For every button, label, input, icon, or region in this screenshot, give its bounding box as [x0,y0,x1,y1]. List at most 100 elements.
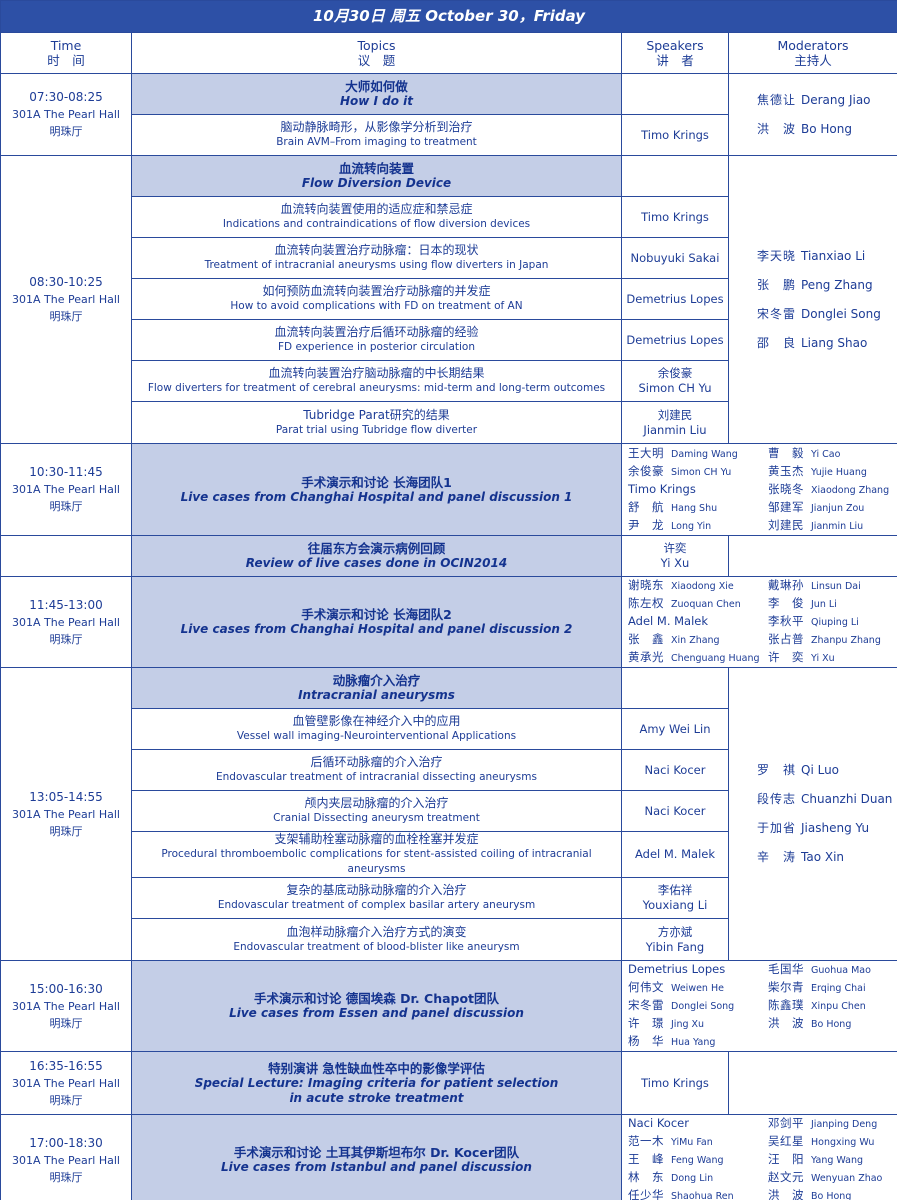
panelist-name-en: Bo Hong [811,1019,852,1030]
panelist-name-zh: 戴琳孙 [768,578,804,592]
moderator-name-zh: 李天晓 [757,248,797,263]
talk-title-en: Cranial Dissecting aneurysm treatment [273,812,480,824]
panelist-name-zh: 邹建军 [768,499,804,514]
speaker-name: Simon CH Yu [638,381,712,395]
column-header-en: Time [50,38,82,53]
session-room-zh: 明珠厅 [49,824,83,838]
session-heading-zh: 动脉瘤介入治疗 [332,673,421,688]
panelist-name-en: Xiaodong Zhang [811,484,890,496]
session-time: 11:45-13:00 [29,597,103,612]
speaker-cell: Demetrius Lopes [621,319,729,361]
speaker-name: Yi Xu [660,556,690,570]
talk-title-zh: 复杂的基底动脉动脉瘤的介入治疗 [286,883,467,897]
panelist-name-en: Jun Li [811,599,837,610]
talk-title-en: Endovascular treatment of blood-blister … [233,940,520,953]
panelist-name-zh: 王 峰 [628,1152,664,1166]
panelist-name-zh: 黄承光 [628,650,664,664]
empty-speaker-cell [621,667,729,709]
speaker-name: Naci Kocer [644,762,706,777]
panelist-name-en: Long Yin [671,520,712,532]
session-title-en: Live cases from Essen and panel discussi… [229,1006,524,1020]
panelist-name-en: Jing Xu [671,1019,705,1030]
speaker-cell: Nobuyuki Sakai [621,237,729,279]
moderator-name-zh: 于加省 [757,821,797,835]
session-time-cell [0,535,132,577]
session-title-zh: 特别演讲 急性缺血性卒中的影像学评估 [268,1060,485,1076]
panelist-name-zh: 杨 华 [628,1034,664,1048]
panelist-name: Timo Krings [628,481,696,496]
speaker-name: Adel M. Malek [634,847,716,861]
panelist-name: Demetrius Lopes [628,962,726,976]
speaker-name: Timo Krings [641,1075,709,1090]
panelist-name-en: Guohua Mao [811,965,871,976]
talk-title-en: Indications and contraindications of flo… [222,218,531,230]
moderator-name-zh: 邵 良 [757,335,797,350]
speaker-name-zh: 刘建民 [657,407,693,422]
panelist-name-en: Yi Cao [811,448,841,460]
panelist-name-en: Xiaodong Xie [671,581,734,592]
session-room-zh: 明珠厅 [49,310,83,323]
speaker-cell: Adel M. Malek [621,831,729,878]
session-time: 17:00-18:30 [29,1135,103,1150]
speaker-name: Yibin Fang [645,939,705,954]
session-room: 301A The Pearl Hall [12,1076,120,1090]
talk-title-en: Treatment of intracranial aneurysms usin… [204,259,549,271]
panelist-name-zh: 张 鑫 [628,632,664,646]
speaker-name: Naci Kocer [644,803,706,818]
panelist-name-en: Jianmin Liu [811,520,864,532]
panelist-name-zh: 许 奕 [768,650,804,664]
panelist-name-en: Xin Zhang [671,635,720,646]
panelist-name-zh: 曹 毅 [768,445,804,460]
speaker-name: Amy Wei Lin [639,721,711,736]
panelist-name-zh: 吴红星 [768,1134,804,1148]
talk-title-zh: 血管壁影像在神经介入中的应用 [292,714,461,728]
speaker-name-zh: 许奕 [663,541,687,555]
moderator-name-zh: 段传志 [757,792,797,806]
empty-speaker-cell [621,155,729,197]
panelist-name-en: Jianping Deng [811,1119,878,1130]
panelist: 张 鑫 Xin Zhang [628,631,768,649]
panelist-name-zh: 余俊豪 [628,463,664,478]
session-title-zh: 手术演示和讨论 土耳其伊斯坦布尔 Dr. Kocer团队 [233,1145,520,1160]
speaker-name: Youxiang Li [642,898,708,912]
session-heading-zh: 血流转向装置 [338,161,414,176]
panelist-name-zh: 洪 波 [768,1188,804,1200]
session-room: 301A The Pearl Hall [12,108,120,121]
session-title-zh: 手术演示和讨论 长海团队2 [301,607,452,622]
moderator-name-zh: 辛 涛 [757,850,797,864]
